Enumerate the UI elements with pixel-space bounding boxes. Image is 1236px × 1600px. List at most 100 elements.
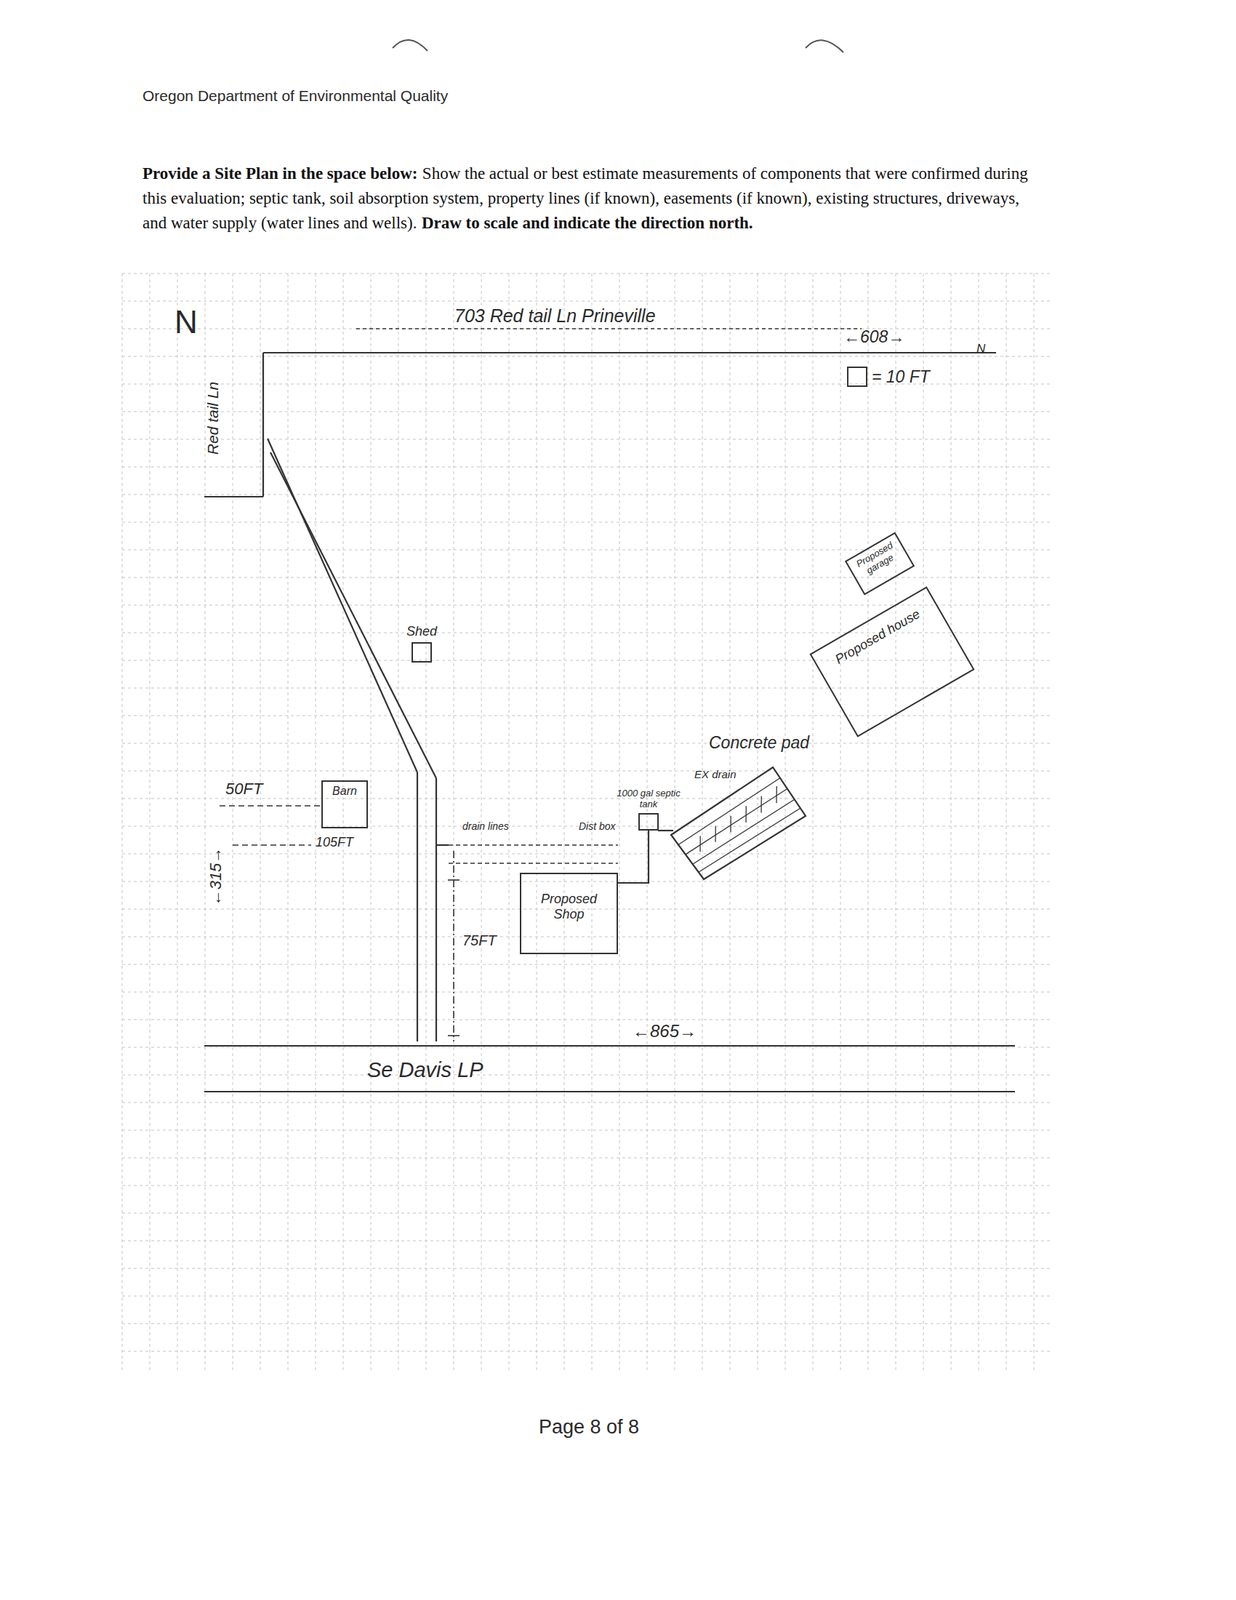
grid-line xyxy=(122,1295,1052,1297)
grid-line xyxy=(122,853,1052,855)
grid-line xyxy=(149,273,151,1372)
hatch-line xyxy=(692,799,795,864)
hatch-line xyxy=(729,815,732,832)
grid-line xyxy=(343,273,344,1372)
barn-building: Barn xyxy=(321,780,368,829)
grid-line xyxy=(122,1267,1052,1269)
grid-line xyxy=(868,273,869,1372)
grid-line xyxy=(177,273,179,1372)
grid-line xyxy=(122,301,1052,302)
grid-line xyxy=(122,466,1052,468)
building-label: 1000 gal septic tank xyxy=(615,788,682,810)
grid-line xyxy=(1033,273,1035,1372)
dimension-label: ←608→ xyxy=(843,327,905,347)
grid-line xyxy=(398,273,400,1372)
driveway-line xyxy=(267,438,418,773)
grid-line xyxy=(702,273,704,1372)
grid-line xyxy=(122,577,1052,579)
grid-paper xyxy=(122,273,1052,1372)
feature-label: Dist box xyxy=(578,820,616,832)
address-label: 703 Red tail Ln Prineville xyxy=(454,305,656,327)
grid-line xyxy=(122,1185,1052,1186)
scale-legend: = 10 FT xyxy=(847,366,930,387)
shed-building: Shed xyxy=(404,623,440,663)
grid-line xyxy=(122,1350,1052,1352)
grid-line xyxy=(122,881,1052,882)
grid-line xyxy=(453,273,455,1372)
grid-line xyxy=(812,273,814,1372)
scan-marks xyxy=(392,39,844,53)
drainfield-hatch xyxy=(678,777,801,873)
drain-line xyxy=(448,844,618,846)
road-edge xyxy=(204,495,264,498)
grid-line xyxy=(122,1129,1052,1131)
page-number: Page 8 of 8 xyxy=(538,1415,640,1439)
grid-line xyxy=(122,411,1052,413)
grid-line xyxy=(260,273,262,1372)
building-label: Proposed house xyxy=(819,598,937,675)
instruction-text: Provide a Site Plan in the space below: xyxy=(142,164,418,183)
grid-line xyxy=(122,687,1052,689)
hatch-line xyxy=(685,788,788,854)
grid-line xyxy=(536,273,538,1372)
grid-line xyxy=(785,273,786,1372)
north-label: N xyxy=(976,341,986,357)
grid-line xyxy=(122,632,1052,634)
grid-line xyxy=(729,273,731,1372)
grid-line xyxy=(122,660,1052,661)
grid-line xyxy=(647,273,648,1372)
instruction-text: Draw to scale and indicate the direction… xyxy=(421,213,754,232)
grid-line xyxy=(315,273,317,1372)
grid-line xyxy=(895,273,897,1372)
grid-line xyxy=(564,273,565,1372)
dimension-tick xyxy=(447,879,460,881)
grid-line xyxy=(122,798,1052,800)
scale-square xyxy=(847,366,868,387)
hatch-line xyxy=(678,777,781,845)
scan-mark xyxy=(805,39,844,53)
pipe-line xyxy=(436,844,449,846)
grid-line xyxy=(840,273,842,1372)
dimension-tick xyxy=(447,1034,460,1037)
scan-mark xyxy=(392,39,428,51)
outline-box xyxy=(411,641,432,663)
grid-line xyxy=(122,964,1052,965)
feature-label: EX drain xyxy=(694,767,737,781)
dimension-label: ←865→ xyxy=(632,1020,697,1042)
instruction-paragraph: Provide a Site Plan in the space below:S… xyxy=(142,161,1036,236)
address-underline xyxy=(356,327,862,329)
hatch-line xyxy=(699,836,701,853)
septic-tank: 1000 gal septic tank xyxy=(615,788,682,831)
legend-text: = 10 FT xyxy=(871,367,930,387)
grid-line xyxy=(122,522,1052,523)
grid-line xyxy=(122,439,1052,440)
north-arrow-label: N xyxy=(174,303,198,341)
grid-line xyxy=(122,991,1052,993)
grid-line xyxy=(122,715,1052,717)
grid-line xyxy=(122,549,1052,551)
property-line xyxy=(262,352,264,497)
grid-line xyxy=(978,273,980,1372)
grid-line xyxy=(923,273,925,1372)
outline-box xyxy=(638,812,659,831)
road-name: Red tail Ln xyxy=(204,381,222,455)
grid-line xyxy=(426,273,427,1372)
building-label: Shed xyxy=(406,623,437,640)
feature-label: Concrete pad xyxy=(708,732,810,753)
grid-line xyxy=(122,1046,1052,1048)
drainfield-outline xyxy=(671,767,806,880)
grid-line xyxy=(232,273,234,1372)
grid-line xyxy=(122,936,1052,938)
grid-line xyxy=(122,908,1052,910)
pipe-line xyxy=(657,829,674,832)
drain-line xyxy=(448,862,618,864)
grid-line xyxy=(122,1102,1052,1103)
grid-line xyxy=(122,743,1052,744)
hatch-line xyxy=(698,807,801,872)
grid-line xyxy=(122,356,1052,357)
building-label: Proposed Shop xyxy=(524,891,614,922)
grid-line xyxy=(122,273,123,1372)
grid-line xyxy=(122,328,1052,330)
